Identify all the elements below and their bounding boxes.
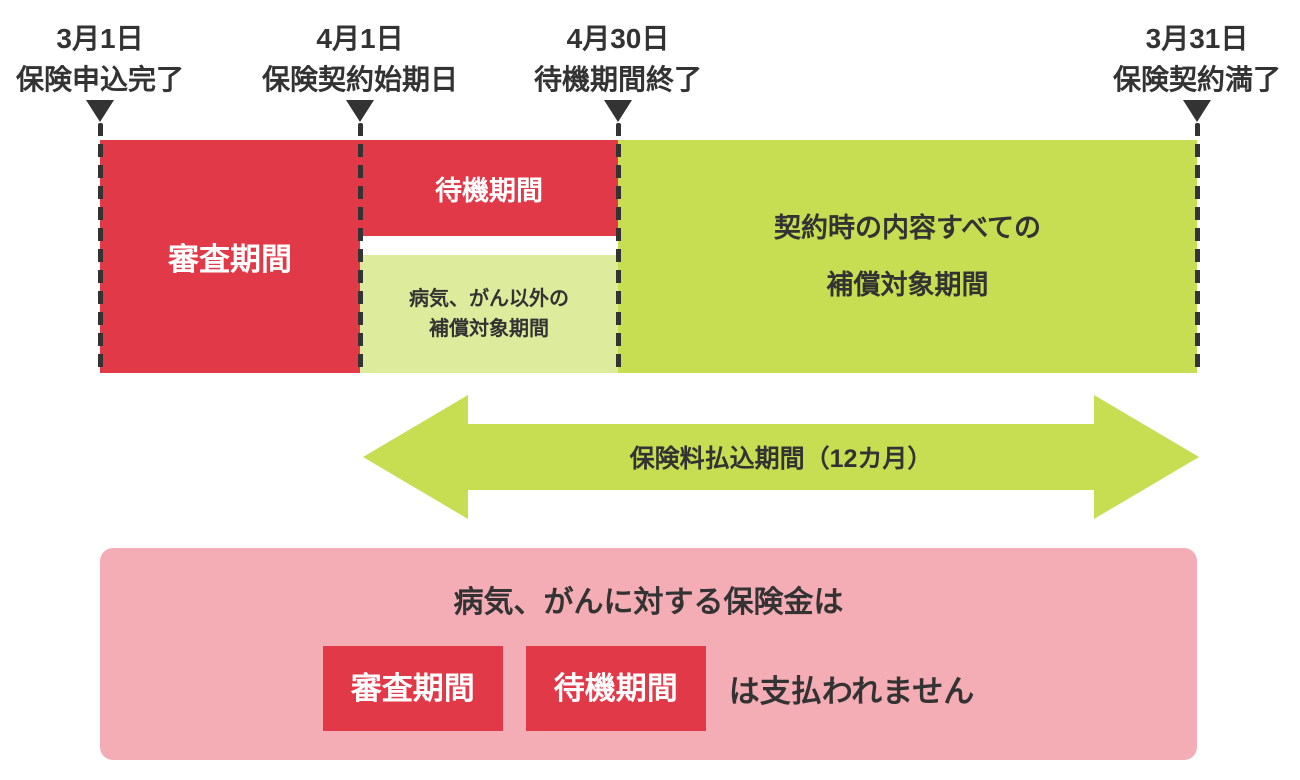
milestone-date: 3月1日: [56, 23, 144, 54]
notice-heading: 病気、がんに対する保険金は: [453, 586, 844, 619]
non-payment-notice-box: 病気、がんに対する保険金は 審査期間 待機期間 は支払われません: [100, 548, 1197, 760]
dashed-boundary-line: [98, 123, 103, 373]
bar-full-line2: 補償対象期間: [826, 269, 989, 300]
bar-partial-line1: 病気、がん以外の: [409, 288, 569, 310]
bar-review-label: 審査期間: [168, 242, 292, 277]
bar-waiting-label: 待機期間: [435, 175, 543, 206]
milestone-label: 保険申込完了: [15, 64, 184, 95]
milestone-date: 3月31日: [1145, 23, 1249, 54]
triangle-marker-icon: [604, 100, 632, 122]
premium-period-label: 保険料払込期間（12カ月）: [629, 445, 933, 473]
milestone-label: 保険契約始期日: [261, 64, 458, 95]
arrow-right-icon: [1094, 395, 1199, 519]
dashed-boundary-line: [1195, 123, 1200, 373]
notice-suffix: は支払われません: [728, 674, 975, 709]
bar-partial-coverage-period: 病気、がん以外の 補償対象期間: [360, 255, 618, 373]
milestone-label: 待機期間終了: [533, 64, 702, 95]
bar-partial-line2: 補償対象期間: [429, 318, 549, 340]
milestone-application-complete: 3月1日 保険申込完了: [0, 18, 240, 100]
triangle-marker-icon: [346, 100, 374, 122]
bar-waiting-period: 待機期間: [360, 140, 618, 236]
triangle-marker-icon: [86, 100, 114, 122]
milestone-contract-start: 4月1日 保険契約始期日: [220, 18, 500, 100]
notice-row: 審査期間 待機期間 は支払われません: [100, 646, 1197, 731]
badge-waiting-period: 待機期間: [525, 646, 706, 731]
bar-full-coverage-period: 契約時の内容すべての 補償対象期間: [618, 140, 1197, 373]
milestone-date: 4月30日: [566, 23, 670, 54]
premium-arrow-shaft: [463, 424, 1099, 490]
milestone-contract-expiry: 3月31日 保険契約満了: [1057, 18, 1300, 100]
milestone-label: 保険契約満了: [1112, 64, 1281, 95]
triangle-marker-icon: [1183, 100, 1211, 122]
bar-review-period: 審査期間: [100, 140, 360, 373]
badge-review-period: 審査期間: [322, 646, 503, 731]
dashed-boundary-line: [358, 123, 363, 373]
bar-full-line1: 契約時の内容すべての: [773, 212, 1042, 243]
arrow-left-icon: [363, 395, 468, 519]
dashed-boundary-line: [616, 123, 621, 373]
milestone-date: 4月1日: [316, 23, 404, 54]
milestone-waiting-end: 4月30日 待機期間終了: [478, 18, 758, 100]
